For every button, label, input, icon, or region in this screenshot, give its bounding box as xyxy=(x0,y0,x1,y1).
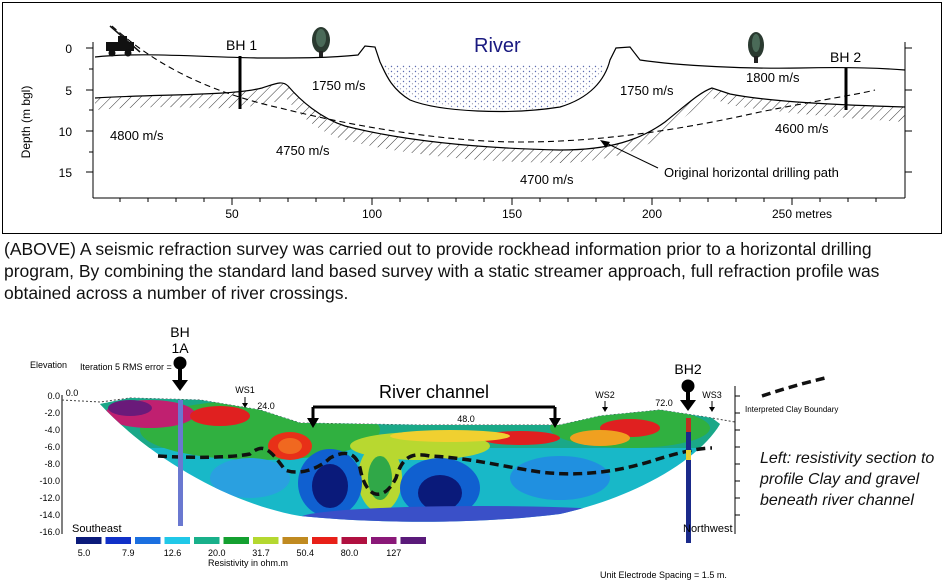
scale-swatch xyxy=(76,537,102,544)
scale-value: 80.0 xyxy=(341,548,359,558)
clay-boundary-legend: Interpreted Clay Boundary xyxy=(745,376,838,414)
elev-tick: -10.0 xyxy=(39,476,60,486)
river-channel-label: River channel xyxy=(379,382,489,402)
x-tick: 48.0 xyxy=(457,414,475,424)
elev-tick: 0.0 xyxy=(47,391,60,401)
resistivity-note: Left: resistivity section to profile Cla… xyxy=(760,450,935,509)
tree-icon xyxy=(312,27,330,57)
river-label: River xyxy=(474,35,521,57)
unit-spacing: Unit Electrode Spacing = 1.5 m. xyxy=(600,570,727,580)
scale-swatch xyxy=(135,537,161,544)
scale-value: 5.0 xyxy=(78,548,91,558)
x-tick: 0.0 xyxy=(66,388,79,398)
y-axis-label: Depth (m bgl) xyxy=(19,86,33,159)
scale-value: 12.6 xyxy=(164,548,182,558)
elevation-axis: Elevation 0.0 -2.0 -4.0 -6.0 -8.0 -10.0 … xyxy=(30,360,740,537)
drilling-path xyxy=(111,25,876,143)
x-tick: 200 xyxy=(642,207,662,221)
scale-swatch xyxy=(164,537,190,544)
drilling-path-label: Original horizontal drilling path xyxy=(664,165,839,180)
velocity-label: 1750 m/s xyxy=(620,83,674,98)
velocity-label: 4600 m/s xyxy=(775,121,829,136)
y-tick: 10 xyxy=(59,125,73,139)
y-tick: 5 xyxy=(65,84,72,98)
scale-swatch xyxy=(194,537,220,544)
borehole-1a-label: BH xyxy=(170,324,189,340)
scale-swatch xyxy=(312,537,338,544)
scale-value: 50.4 xyxy=(296,548,314,558)
x-tick: 72.0 xyxy=(655,398,673,408)
scale-value: 20.0 xyxy=(208,548,226,558)
scale-swatch xyxy=(253,537,279,544)
scale-title: Resistivity in ohm.m xyxy=(208,558,288,568)
x-tick: 100 xyxy=(362,207,382,221)
ground-surface xyxy=(94,45,906,113)
rockhead-hatch xyxy=(95,82,905,163)
scale-value: 127 xyxy=(386,548,401,558)
borehole-1-label: BH 1 xyxy=(226,37,257,53)
scale-swatch xyxy=(371,537,397,544)
ws1-marker: WS1 xyxy=(235,385,255,408)
elev-tick: -8.0 xyxy=(44,459,60,469)
elevation-label: Elevation xyxy=(30,360,67,370)
survey-caption: (ABOVE) A seismic refraction survey was … xyxy=(4,239,880,303)
x-tick: 250 metres xyxy=(772,207,832,221)
y-tick: 15 xyxy=(59,166,73,180)
ws2-label: WS2 xyxy=(595,390,615,400)
tree-icon xyxy=(748,32,764,63)
scale-swatch xyxy=(400,537,426,544)
borehole-1a-label: 1A xyxy=(171,340,189,356)
ws2-marker: WS2 xyxy=(595,390,615,412)
seismic-section-frame xyxy=(2,2,942,234)
borehole-2: BH2 xyxy=(674,361,702,543)
borehole-2-label: BH2 xyxy=(674,361,701,377)
elev-tick: -4.0 xyxy=(44,425,60,435)
ws1-label: WS1 xyxy=(235,385,255,395)
elev-tick: -12.0 xyxy=(39,493,60,503)
elev-tick: -16.0 xyxy=(39,527,60,537)
ws3-marker: WS3 xyxy=(702,390,722,412)
river-channel-bracket xyxy=(307,405,561,428)
borehole-2-label: BH 2 xyxy=(830,49,861,65)
clay-boundary-legend-label: Interpreted Clay Boundary xyxy=(745,405,838,414)
y-axis: 0 5 10 15 Depth (m bgl) xyxy=(19,42,94,198)
velocity-label: 4750 m/s xyxy=(276,143,330,158)
seismic-section: 0 5 10 15 Depth (m bgl) 50 xyxy=(19,25,912,221)
elev-tick: -2.0 xyxy=(44,408,60,418)
southeast-label: Southeast xyxy=(72,523,122,535)
x-axis: 50 100 150 200 250 metres xyxy=(93,197,905,221)
rockhead-line xyxy=(94,82,906,151)
scale-swatch xyxy=(282,537,308,544)
resistivity-color-scale: 5.0 7.9 12.6 20.0 31.7 50.4 80.0 127 xyxy=(76,537,426,558)
resistivity-section: Elevation 0.0 -2.0 -4.0 -6.0 -8.0 -10.0 … xyxy=(30,324,838,580)
velocity-label: 1800 m/s xyxy=(746,70,800,85)
drill-rig-icon xyxy=(106,25,141,57)
velocity-label: 4800 m/s xyxy=(110,128,164,143)
river-water xyxy=(383,65,605,111)
elev-tick: -14.0 xyxy=(39,510,60,520)
y-axis-right xyxy=(904,42,912,198)
scale-swatch xyxy=(105,537,131,544)
scale-value: 31.7 xyxy=(252,548,270,558)
northwest-label: Northwest xyxy=(683,523,733,535)
velocity-label: 4700 m/s xyxy=(520,172,574,187)
scale-swatch xyxy=(341,537,367,544)
x-tick: 24.0 xyxy=(257,401,275,411)
clay-boundary xyxy=(157,446,713,496)
y-tick: 0 xyxy=(65,42,72,56)
scale-swatch xyxy=(223,537,249,544)
velocity-label: 1750 m/s xyxy=(312,78,366,93)
x-tick: 50 xyxy=(225,207,239,221)
borehole-1a: BH 1A xyxy=(170,324,190,526)
scale-value: 7.9 xyxy=(122,548,135,558)
x-tick: 150 xyxy=(502,207,522,221)
ws3-label: WS3 xyxy=(702,390,722,400)
iteration-text: Iteration 5 RMS error = xyxy=(80,362,172,372)
elev-tick: -6.0 xyxy=(44,442,60,452)
drilling-path-pointer xyxy=(600,140,659,169)
